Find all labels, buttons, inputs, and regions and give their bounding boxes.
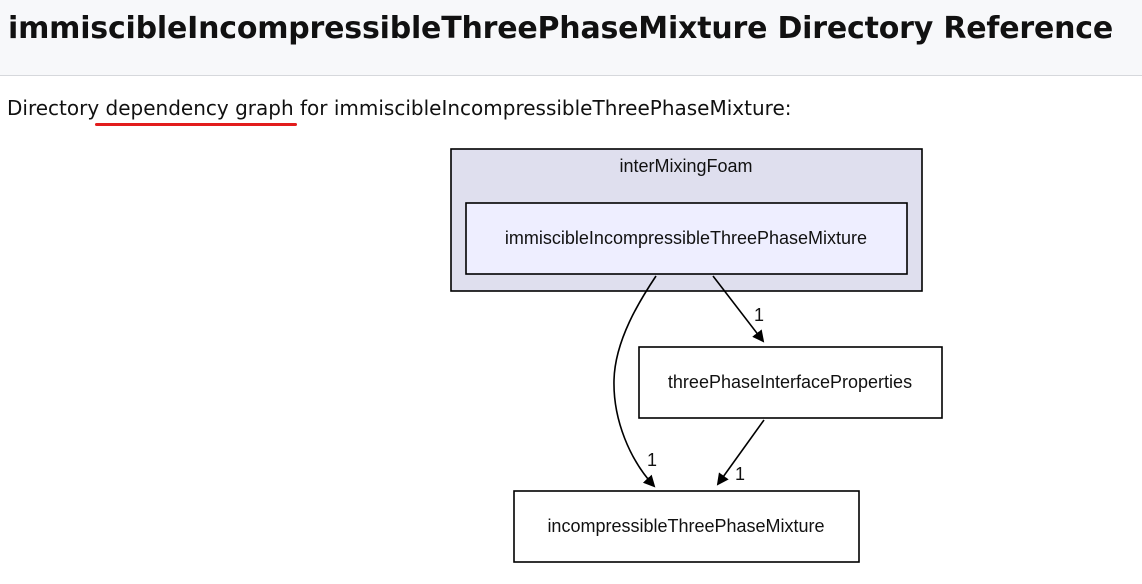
node-interface-label: threePhaseInterfaceProperties xyxy=(668,372,912,392)
node-mixture-label: incompressibleThreePhaseMixture xyxy=(547,516,824,536)
edge-weight-label: 1 xyxy=(647,450,657,470)
spellcheck-underline xyxy=(95,123,297,126)
edge-current-to-interface[interactable]: 1 xyxy=(712,275,765,343)
graph-intro-text: Directory dependency graph for immiscibl… xyxy=(7,96,792,126)
edge-weight-label: 1 xyxy=(735,464,745,484)
node-immiscible-incompressible-three-phase-mixture[interactable]: immiscibleIncompressibleThreePhaseMixtur… xyxy=(465,202,908,275)
edge-weight-label: 1 xyxy=(754,305,764,325)
edge-interface-to-mixture[interactable]: 1 xyxy=(716,419,765,486)
cluster-label: interMixingFoam xyxy=(619,156,752,176)
node-incompressible-three-phase-mixture[interactable]: incompressibleThreePhaseMixture xyxy=(513,490,860,563)
edge-current-to-mixture[interactable]: 1 xyxy=(613,275,657,488)
dependency-graph-text: dependency graph xyxy=(105,96,294,120)
page-title: immiscibleIncompressibleThreePhaseMixtur… xyxy=(8,11,1114,46)
page-header: immiscibleIncompressibleThreePhaseMixtur… xyxy=(0,0,1142,76)
intro-prefix: Directory xyxy=(7,96,106,120)
node-three-phase-interface-properties[interactable]: threePhaseInterfaceProperties xyxy=(638,346,943,419)
node-current-label: immiscibleIncompressibleThreePhaseMixtur… xyxy=(505,228,867,248)
intro-suffix: for immiscibleIncompressibleThreePhaseMi… xyxy=(293,96,792,120)
